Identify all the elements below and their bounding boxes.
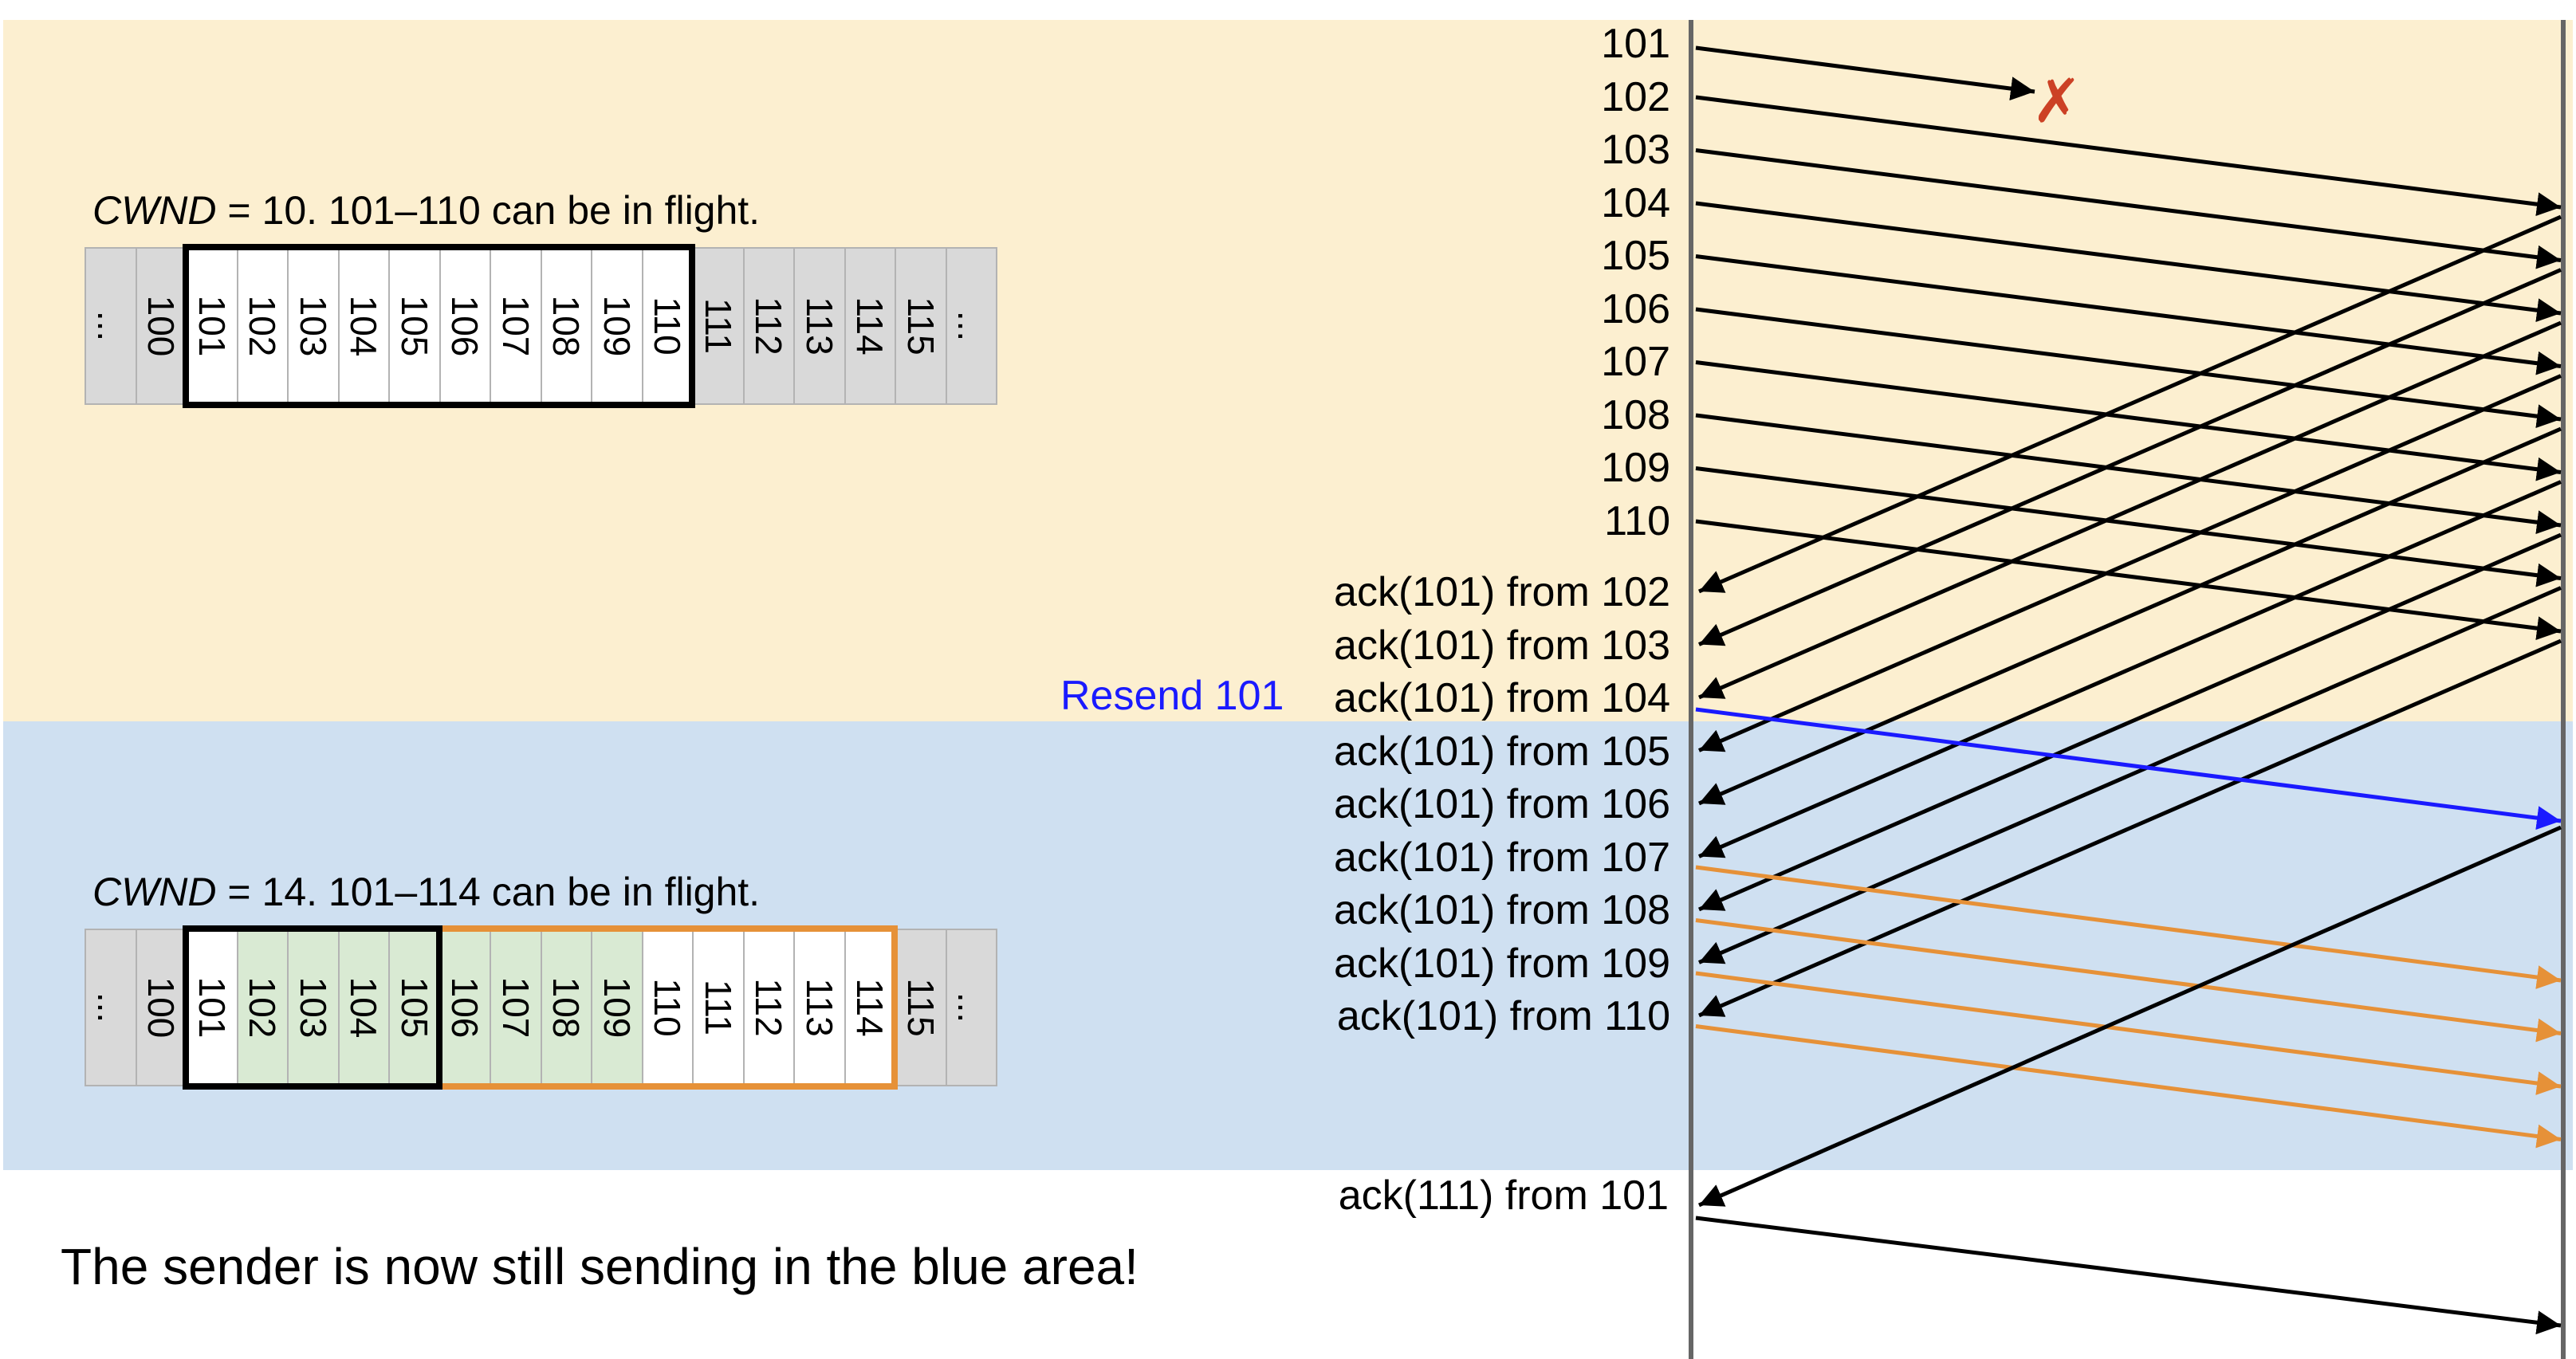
ack-label: ack(101) from 105 (1334, 728, 1670, 775)
dup-ack-arrow (1698, 426, 2562, 806)
dup-ack-arrow (1698, 268, 2562, 646)
cwnd-text-2: = 14. 101–114 can be in flight. (216, 870, 761, 914)
window1-cell: 112 (742, 247, 795, 405)
segment-label: 108 (1601, 391, 1670, 438)
data-packet-arrow (1695, 519, 2562, 641)
lost-packet-arrow (1695, 45, 2035, 101)
ack-label: ack(101) from 106 (1334, 781, 1670, 827)
window1-cell: ... (945, 247, 997, 405)
dup-ack-arrow (1698, 532, 2562, 912)
window2-cell: ... (945, 929, 997, 1086)
window1-cell: 100 (135, 247, 187, 405)
resend-arrow (1695, 707, 2562, 831)
dup-ack-arrow (1698, 480, 2562, 858)
ack-label: ack(101) from 104 (1334, 675, 1670, 721)
ack-label: ack(101) from 110 (1336, 993, 1670, 1039)
cumulative-ack-arrow (1697, 825, 2562, 1208)
data-packet-arrow (1695, 201, 2562, 323)
segment-label: 106 (1601, 285, 1670, 332)
segment-label: 103 (1601, 127, 1670, 173)
segment-label: 110 (1604, 497, 1670, 544)
window1-cell: 114 (844, 247, 896, 405)
new-packet-arrow (1695, 1024, 2562, 1149)
window1-cell: 113 (793, 247, 846, 405)
dup-ack-arrow (1698, 586, 2562, 964)
packet-drop-x-icon: ✗ (2031, 65, 2082, 136)
data-packet-arrow (1695, 307, 2562, 429)
new-packet-arrow (1695, 918, 2562, 1043)
window2-cell: 102 (236, 929, 289, 1086)
data-packet-arrow (1695, 360, 2562, 481)
cwnd-var-1: CWND (92, 188, 217, 233)
dup-ack-arrow (1698, 214, 2562, 594)
ack-label: ack(101) from 109 (1334, 940, 1670, 987)
window2-cell: 100 (135, 929, 187, 1086)
data-packet-arrow (1695, 148, 2562, 269)
data-packet-arrow (1695, 413, 2562, 535)
ack-label: ack(101) from 102 (1334, 569, 1670, 615)
new-packet-arrow (1695, 865, 2562, 989)
new-packet-arrow (1695, 971, 2562, 1095)
window1-cell: 103 (287, 247, 340, 405)
data-packet-arrow (1695, 254, 2562, 375)
window2-cell: 109 (591, 929, 643, 1086)
resend-label: Resend 101 (1060, 673, 1284, 719)
segment-label: 101 (1601, 21, 1670, 67)
cwnd-text-1: = 10. 101–110 can be in flight. (216, 188, 761, 233)
window1-cell: 105 (388, 247, 441, 405)
dup-ack-arrow (1698, 320, 2562, 700)
footer-note: The sender is now still sending in the b… (61, 1238, 1139, 1295)
window1-cell: 115 (895, 247, 947, 405)
ack-label: ack(101) from 108 (1334, 887, 1670, 933)
window2-cell: 108 (540, 929, 592, 1086)
data-packet-arrow (1695, 466, 2562, 587)
window2-cell: ... (85, 929, 137, 1086)
dup-ack-arrow (1698, 638, 2562, 1018)
ack-label: ack(101) from 107 (1334, 834, 1670, 881)
window1-cell: 108 (540, 247, 592, 405)
ack-label: ack(101) from 103 (1334, 622, 1670, 669)
segment-label: 102 (1601, 73, 1670, 120)
next-packet-arrow (1695, 1216, 2562, 1335)
window1-cell: ... (85, 247, 137, 405)
cwnd-label-1: CWND = 10. 101–110 can be in flight. (92, 187, 760, 234)
window1-cell: 109 (591, 247, 643, 405)
segment-label: 105 (1601, 233, 1670, 279)
segment-label: 104 (1601, 179, 1670, 226)
window2-cell: 103 (287, 929, 340, 1086)
cwnd-label-2: CWND = 14. 101–114 can be in flight. (92, 869, 760, 915)
window2-cell: 107 (490, 929, 542, 1086)
cwnd-var-2: CWND (92, 870, 217, 914)
data-packet-arrow (1695, 95, 2562, 217)
segment-label: 109 (1601, 445, 1670, 491)
final-ack-label: ack(111) from 101 (1338, 1172, 1669, 1219)
segment-label: 107 (1601, 339, 1670, 385)
dup-ack-arrow (1698, 374, 2562, 752)
